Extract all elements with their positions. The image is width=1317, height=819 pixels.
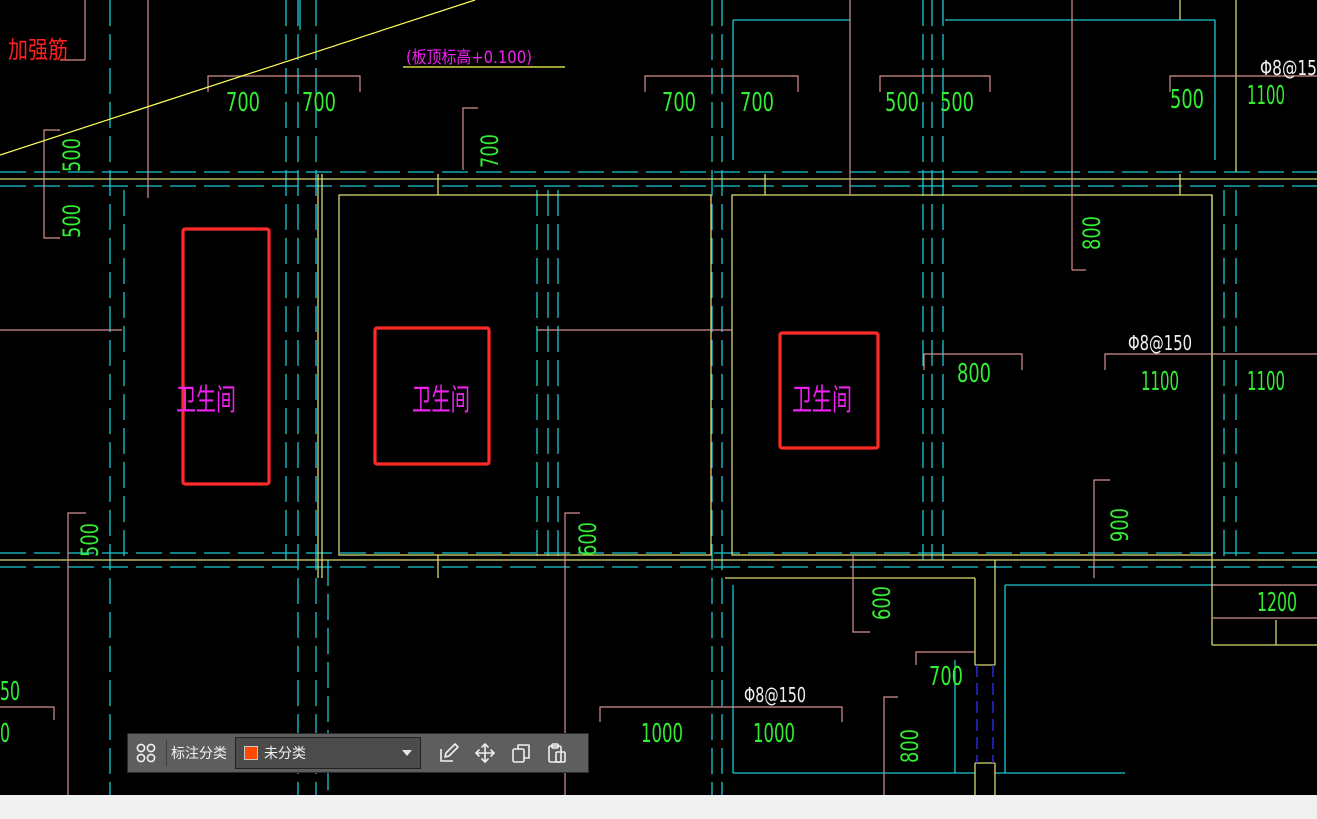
dim-text: 700	[662, 88, 696, 118]
slab-lines	[0, 0, 565, 156]
edit-button[interactable]	[431, 734, 467, 772]
dim-text-vertical: 500	[58, 204, 86, 238]
copy-icon	[512, 744, 530, 763]
dim-text-vertical: 600	[574, 522, 602, 556]
paste-icon	[548, 743, 566, 763]
dim-text-vertical: 800	[896, 729, 924, 763]
status-strip	[0, 795, 1317, 819]
dim-text-vertical: 600	[868, 586, 896, 620]
axis-lines	[0, 0, 1317, 795]
dim-text: 700	[740, 88, 774, 118]
paste-button[interactable]	[539, 734, 575, 772]
dim-text-vertical: 700	[476, 134, 504, 168]
dim-text: 1200	[1257, 588, 1297, 618]
dim-text: 1100	[1247, 367, 1285, 397]
highlight-boxes	[181, 227, 880, 486]
dim-text: 500	[1170, 85, 1204, 115]
dim-text-vertical: 500	[58, 138, 86, 172]
highlight-box-2[interactable]	[373, 326, 491, 466]
cad-drawing-canvas[interactable]: 加强筋 (板顶标高+0.100) 卫生间 卫生间 卫生间 Φ8@15 Φ8@15…	[0, 0, 1317, 795]
dim-text-vertical: 900	[1106, 508, 1134, 542]
category-label: 标注分类	[171, 746, 227, 762]
dim-text: 700	[302, 88, 336, 118]
dim-text: 700	[226, 88, 260, 118]
categories-button[interactable]	[128, 734, 164, 772]
slab-elevation-note: (板顶标高+0.100)	[406, 48, 532, 68]
room-label-1: 卫生间	[176, 383, 236, 418]
dim-text: 1000	[753, 719, 795, 749]
dim-text-vertical: 500	[76, 523, 104, 557]
dim-text: 0	[0, 719, 10, 749]
dim-text: 1100	[1247, 81, 1285, 111]
annotation-toolbar: 标注分类 未分类	[127, 733, 589, 773]
room-label-2: 卫生间	[412, 383, 470, 418]
reinforcement-note: 加强筋	[8, 36, 68, 64]
rebar-label-bottom: Φ8@150	[744, 683, 806, 707]
copy-button[interactable]	[503, 734, 539, 772]
edit-icon	[440, 743, 459, 762]
category-color-swatch	[244, 746, 258, 760]
dim-text: 500	[885, 88, 919, 118]
move-button[interactable]	[467, 734, 503, 772]
blue-dashed-lines	[976, 665, 994, 763]
dim-text-vertical: 800	[1078, 216, 1106, 250]
toolbar-separator	[166, 740, 167, 766]
move-icon	[475, 743, 495, 763]
rebar-label-top-right: Φ8@15	[1260, 56, 1317, 80]
wall-outlines	[0, 0, 1317, 795]
dim-text: 1000	[641, 719, 683, 749]
dim-text: 1100	[1141, 367, 1179, 397]
grid-icon	[136, 743, 156, 763]
dim-text: 500	[940, 88, 974, 118]
dim-text: 800	[957, 359, 991, 389]
highlight-box-3[interactable]	[778, 331, 880, 450]
room-label-3: 卫生间	[792, 383, 852, 418]
dimension-lines	[0, 0, 1317, 795]
rebar-label-mid-right: Φ8@150	[1128, 331, 1192, 355]
highlight-box-1[interactable]	[181, 227, 271, 486]
chevron-down-icon	[402, 750, 412, 756]
category-select-value: 未分类	[264, 746, 306, 762]
dim-text: 700	[929, 662, 963, 692]
dim-text: 50	[0, 677, 20, 707]
category-select[interactable]: 未分类	[235, 737, 421, 769]
